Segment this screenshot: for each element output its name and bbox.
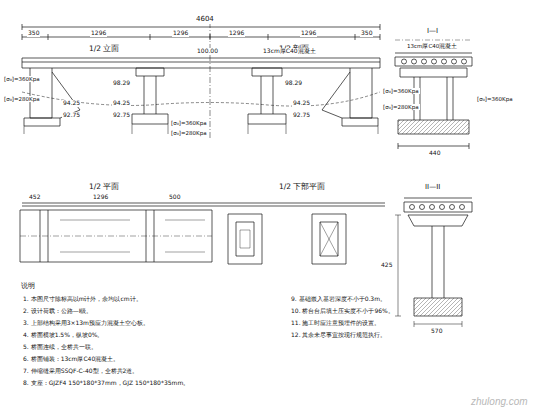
dimension-text: 350 — [360, 30, 373, 37]
cross-section-2 — [395, 198, 472, 327]
dimension-text: 1296 — [90, 30, 107, 37]
view-title: 1/2 平面 — [88, 183, 120, 191]
dimension-text: 1296 — [300, 30, 317, 37]
note-text: 2. 设计荷载：公路—Ⅰ级。 — [22, 308, 93, 315]
callout-text: [σ₀]=360Kpa — [3, 76, 41, 82]
view-title: 1/2 下部平面 — [278, 183, 326, 191]
callout-text: [σ₀]=280Kpa — [382, 104, 420, 110]
note-text: 6. 桥面铺装：13cm厚C40混凝土。 — [22, 356, 120, 363]
elevation-view — [22, 22, 380, 140]
watermark: zhulong.com — [470, 396, 529, 407]
elevation-mark: 98.29 — [112, 80, 131, 87]
note-text: 10. 桥台台后填土压实度不小于96%。 — [290, 308, 395, 315]
note-text: 12. 其余未尽事宜按现行规范执行。 — [290, 332, 387, 339]
callout-text: [σ₀]=360Kpa — [170, 120, 208, 126]
elevation-mark: 94.25 — [62, 100, 81, 107]
elevation-mark: 92.75 — [62, 112, 81, 119]
dimension-text: 570 — [430, 328, 443, 335]
callout-text: [σ₀]=280Kpa — [170, 130, 208, 136]
elevation-mark: 100.00 — [196, 48, 219, 55]
dimension-text: 1296 — [92, 194, 109, 201]
callout-text: 13cm厚C40混凝土 — [262, 48, 317, 55]
dimension-text: 350 — [27, 30, 40, 37]
callout-text: [σ₀]=280Kpa — [3, 96, 41, 102]
view-title: II—II — [424, 184, 441, 192]
dimension-text: 1296 — [172, 30, 189, 37]
note-text: 5. 桥面连续，全桥共一联。 — [22, 344, 98, 351]
note-text: 7. 伸缩缝采用SSQF-C-40型，全桥共2道。 — [22, 368, 139, 375]
callout-text: [σ₀]=360Kpa — [476, 96, 514, 102]
elevation-mark: 92.75 — [112, 112, 131, 119]
plan-view — [20, 203, 385, 264]
dimension-text: 425 — [380, 262, 393, 269]
note-text: 9. 基础嵌入基岩深度不小于0.3m。 — [290, 296, 387, 303]
view-title: I—I — [426, 28, 439, 36]
dimension-text: 440 — [428, 150, 441, 157]
dimension-text: 1296 — [228, 30, 245, 37]
view-title: 1/2 立面 — [88, 45, 120, 53]
elevation-mark: 98.29 — [284, 80, 303, 87]
dimension-text: 452 — [28, 194, 41, 201]
elevation-mark: 94.25 — [292, 100, 311, 107]
dimension-text: 4604 — [195, 16, 215, 24]
note-text: 4. 桥面横坡1.5%，纵坡0%。 — [22, 332, 104, 339]
elevation-mark: 94.25 — [112, 100, 131, 107]
callout-text: 13cm厚C40混凝土 — [406, 43, 458, 49]
callout-text: [σ₀]=360Kpa — [382, 88, 420, 94]
note-text: 1. 本图尺寸除标高以m计外，余均以cm计。 — [22, 296, 143, 303]
dimension-text: 500 — [168, 194, 181, 201]
cross-section-1 — [395, 40, 472, 149]
note-text: 11. 施工时应注意预埋件的设置。 — [290, 320, 381, 327]
note-text: 8. 支座：GJZF4 150*180*37mm，GJZ 150*180*35m… — [22, 380, 190, 387]
elevation-mark: 92.75 — [292, 112, 311, 119]
note-text: 3. 上部结构采用3×13m预应力混凝土空心板。 — [22, 320, 150, 327]
note-text: 说明 — [20, 283, 36, 291]
